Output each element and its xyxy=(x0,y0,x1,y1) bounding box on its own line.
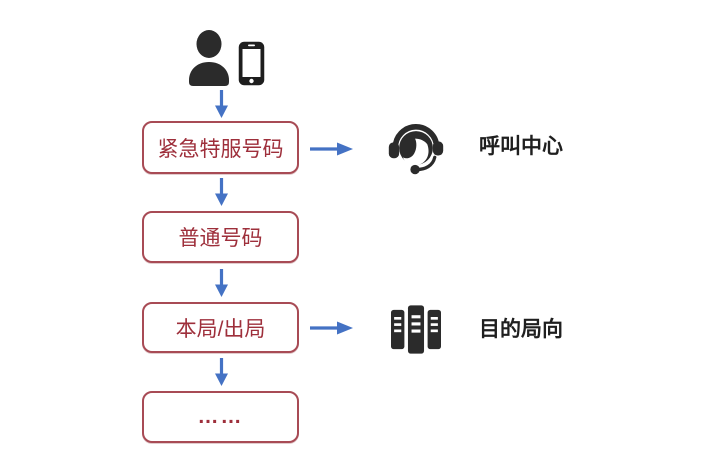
flow-node-local-or-outgoing: 本局/出局 xyxy=(142,302,299,353)
headset-agent-icon xyxy=(388,124,444,175)
node-label: …… xyxy=(197,405,244,428)
arrow-down-icon xyxy=(215,358,228,386)
arrow-down-icon xyxy=(215,178,228,206)
flow-node-emergency-service-number: 紧急特服号码 xyxy=(142,121,299,174)
flow-node-ordinary-number: 普通号码 xyxy=(142,211,299,263)
server-rack-icon xyxy=(391,305,441,354)
callout-label-call-center: 呼叫中心 xyxy=(479,135,563,158)
node-label: 普通号码 xyxy=(178,227,263,250)
callout-label-destination-office: 目的局向 xyxy=(479,318,563,341)
arrow-down-icon xyxy=(215,90,228,118)
flow-node-more: …… xyxy=(142,391,299,443)
arrow-down-icon xyxy=(215,269,228,297)
node-label: 紧急特服号码 xyxy=(157,137,284,161)
arrow-right-icon xyxy=(310,142,353,156)
smartphone-icon xyxy=(238,41,265,86)
arrow-right-icon xyxy=(310,321,353,335)
user-icon xyxy=(189,30,229,86)
caller-source xyxy=(184,28,266,86)
node-label: 本局/出局 xyxy=(175,317,266,341)
